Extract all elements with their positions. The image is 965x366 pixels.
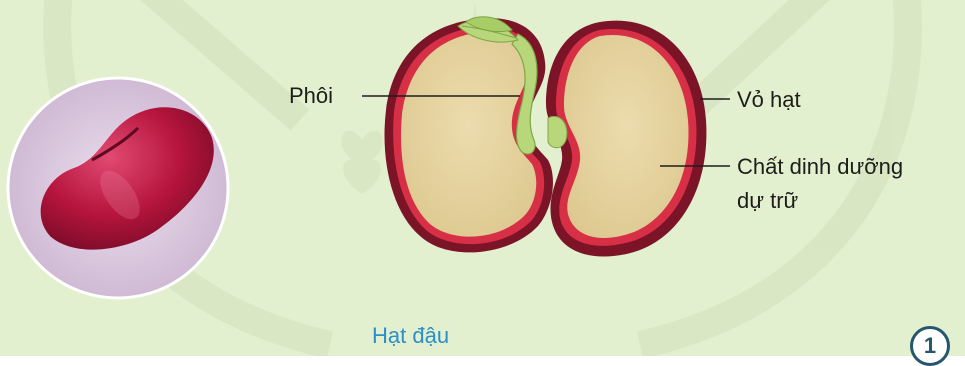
label-nutrient-line2: dự trữ bbox=[737, 187, 798, 214]
seed-right-half bbox=[546, 21, 706, 257]
label-embryo: Phôi bbox=[289, 82, 333, 109]
figure-caption: Hạt đậu bbox=[372, 323, 449, 349]
label-nutrient-line1: Chất dinh dưỡng bbox=[737, 153, 903, 180]
figure-number-badge: 1 bbox=[910, 326, 950, 366]
illustration-canvas: Phôi Vỏ hạt Chất dinh dưỡng dự trữ Hạt đ… bbox=[0, 0, 965, 356]
whole-bean-circle bbox=[8, 78, 228, 298]
label-seed-coat: Vỏ hạt bbox=[737, 86, 801, 113]
